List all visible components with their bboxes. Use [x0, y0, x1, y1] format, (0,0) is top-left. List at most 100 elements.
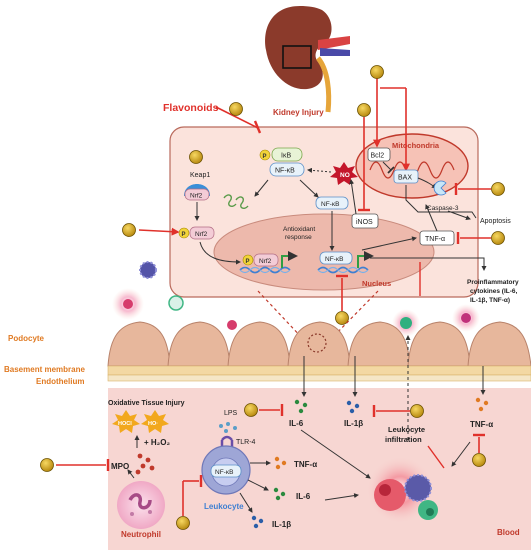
dna-strand — [239, 266, 291, 274]
ho-label: HO· — [148, 421, 158, 427]
blood-region — [108, 388, 531, 550]
flavonoids-inhibit-bar — [253, 120, 262, 134]
leukocyte-cluster — [366, 456, 438, 524]
nucleus-label: Nucleus — [362, 279, 391, 288]
caspase3-icon — [433, 180, 447, 196]
virus-icon — [404, 474, 432, 502]
nrf2-bound-pill — [184, 188, 210, 201]
ikb-pill — [271, 147, 303, 162]
flavonoid-icon — [40, 458, 54, 472]
bcl2-box — [367, 147, 391, 162]
flavonoid-icon — [410, 404, 424, 418]
h2o2-label: + H₂O₂ — [144, 438, 170, 447]
blood-label: Blood — [497, 528, 520, 537]
flavonoid-molecules — [40, 65, 505, 530]
flavonoids-label: Flavonoids — [163, 102, 219, 114]
phospho-badge — [259, 149, 271, 161]
caspase3-label: Caspase-3 — [427, 205, 459, 212]
endothelium — [107, 374, 531, 382]
hocl-label: HOCl — [118, 421, 132, 427]
il6-molecules — [294, 399, 308, 414]
kidney-injury-label: Kidney Injury — [273, 108, 324, 117]
podocyte-row — [107, 321, 531, 367]
il1b-molecules — [251, 515, 264, 529]
mpo-molecules — [135, 453, 155, 475]
proinflam-label-2: cytokines (IL-6, — [470, 288, 518, 295]
il6-top-label: IL-6 — [289, 419, 304, 428]
antioxidant-label-1: Antioxidant — [283, 226, 315, 233]
nfkb-leuko-label: NF-κB — [215, 469, 233, 476]
bax-label: BAX — [398, 175, 412, 182]
neutrophil-label: Neutrophil — [121, 530, 161, 539]
il1b-leuko-label: IL-1β — [272, 520, 291, 529]
phospho-label: P — [246, 259, 250, 265]
flavonoids-arrow-line — [215, 106, 259, 129]
nfkb-complex-pill — [269, 162, 305, 177]
proinflam-label-1: Proinflammatory — [467, 279, 519, 286]
zoom-circle — [307, 333, 327, 353]
flavonoid-icon — [189, 150, 203, 164]
keap1-label: Keap1 — [190, 172, 210, 179]
cell-icon — [400, 317, 412, 329]
degraded-protein-icon — [223, 194, 249, 210]
nrf2-bound-label: Nrf2 — [190, 193, 203, 200]
lps-molecules — [219, 422, 237, 433]
il1b-top-label: IL-1β — [344, 419, 363, 428]
podocyte-label: Podocyte — [8, 334, 45, 343]
phospho-label: P — [263, 154, 267, 160]
tnfa-molecules — [274, 456, 287, 470]
lps-label: LPS — [224, 410, 238, 417]
phospho-badge — [242, 254, 254, 266]
tnfa-right-label: TNF-α — [470, 420, 493, 429]
ikb-label: IκB — [281, 153, 291, 160]
il1b-molecules — [346, 400, 360, 414]
nrf2-free-pill — [189, 226, 215, 240]
basement-membrane — [107, 365, 531, 376]
tnfa-box-label: TNF-α — [425, 236, 445, 243]
mitochondria-label: Mitochondria — [392, 141, 440, 150]
leukocyte-label: Leukocyte — [204, 502, 244, 511]
tnfa-molecules — [475, 397, 489, 412]
flavonoid-icon — [370, 65, 384, 79]
nfkb-leuko-pill — [210, 464, 242, 478]
cell-icon — [374, 479, 406, 511]
apoptosis-label: Apoptosis — [480, 218, 511, 225]
nfkb-complex-label: NF-κB — [275, 168, 295, 175]
neutrophil-icon — [117, 481, 165, 529]
endothelium-label: Endothelium — [36, 377, 84, 386]
nfkb-nucleus-pill — [319, 251, 353, 265]
flavonoid-icon — [244, 403, 258, 417]
flavonoid-icon — [122, 223, 136, 237]
phospho-label: P — [182, 232, 186, 238]
cell-icon — [168, 295, 184, 311]
flavonoid-icon — [176, 516, 190, 530]
nrf2-nucleus-pill — [253, 253, 279, 267]
tnfa-leuko-label: TNF-α — [294, 460, 317, 469]
cell-icon — [461, 313, 471, 323]
kidney-icon — [265, 6, 350, 113]
il6-molecules — [273, 487, 286, 501]
nfkb-cyto-label: NF-κB — [321, 201, 339, 208]
flavonoid-icon — [472, 453, 486, 467]
mpo-label: MPO — [111, 462, 129, 471]
flavonoid-icon — [491, 182, 505, 196]
bax-box — [393, 169, 419, 184]
cell-icon — [123, 299, 133, 309]
no-burst — [330, 162, 358, 185]
flavonoid-icon — [335, 311, 349, 325]
flavonoid-icon — [229, 102, 243, 116]
oxidative-injury-label: Oxidative Tissue Injury — [108, 400, 185, 407]
il6-leuko-label: IL-6 — [296, 492, 311, 501]
floating-cells — [112, 261, 480, 337]
nrf2-free-label: Nrf2 — [195, 231, 208, 238]
nrf2-nucleus-label: Nrf2 — [259, 258, 272, 265]
antioxidant-label-2: response — [285, 234, 312, 241]
inos-label: iNOS — [356, 219, 373, 226]
proinflam-label-3: IL-1β, TNF-α) — [470, 297, 510, 304]
ho-burst — [141, 410, 169, 433]
nfkb-cyto-pill — [315, 196, 349, 210]
tlr4-label: TLR-4 — [236, 439, 256, 446]
bcl2-label: Bcl2 — [371, 153, 385, 160]
